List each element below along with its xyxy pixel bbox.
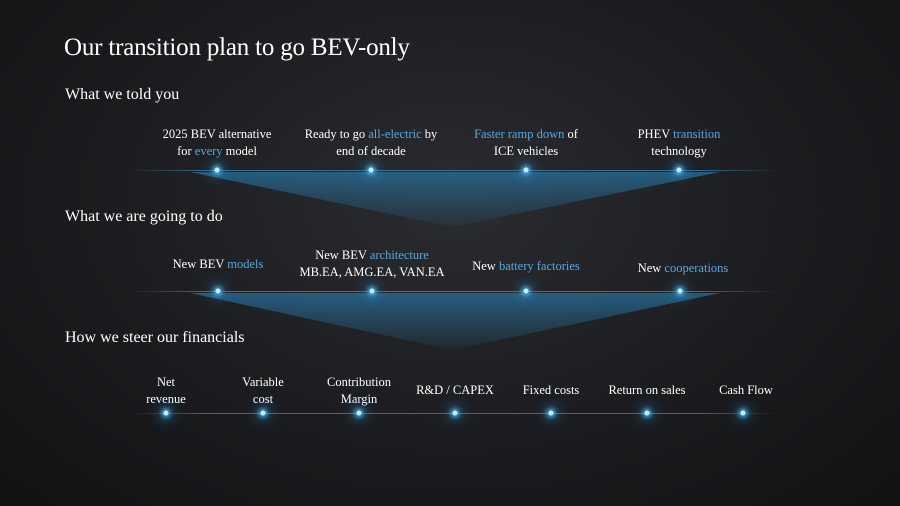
timeline-dot [260,410,266,416]
item-text: New BEV [315,248,370,262]
item-text: Net [156,375,176,389]
timeline-dot [215,288,221,294]
item-text: model [222,144,257,158]
item-text: New [472,259,499,273]
timeline-dot [523,167,529,173]
item-battery-factories: New battery factories [441,258,611,275]
item-text: New [637,261,665,275]
item-text: PHEV [637,127,674,141]
timeline-dot [676,167,682,173]
item-text: of [564,127,578,141]
timeline-dot [163,410,169,416]
timeline-dot [523,288,529,294]
item-text: end of decade [336,144,406,158]
item-rd-capex: R&D / CAPEX [370,382,540,399]
item-text: MB.EA, AMG.EA, VAN.EA [299,265,445,279]
timeline-dot [356,410,362,416]
item-cooperations: New cooperations [598,260,768,277]
timeline-dot [214,167,220,173]
item-text: for [177,144,195,158]
section-heading-financials: How we steer our financials [65,329,245,346]
funnel-1 [190,172,720,227]
item-text: Ready to go [304,127,369,141]
timeline-dot [740,410,746,416]
item-text: Contribution [327,375,391,389]
item-phev-transition: PHEV transition technology [594,126,764,160]
highlight-text: models [227,257,264,271]
highlight-text: battery factories [498,259,580,273]
timeline-line-1 [128,170,778,171]
timeline-dot [369,288,375,294]
funnel-2 [190,293,720,350]
section-heading-told: What we told you [65,86,180,103]
highlight-text: every [194,144,223,158]
item-text: Return on sales [608,383,686,397]
highlight-text: all-electric [368,127,422,141]
section-heading-going-to-do: What we are going to do [65,208,223,225]
timeline-dot [677,288,683,294]
highlight-text: architecture [369,248,429,262]
item-text: Margin [340,392,378,406]
item-text: by [421,127,438,141]
item-text: 2025 BEV alternative [162,127,272,141]
item-all-electric: Ready to go all-electric by end of decade [286,126,456,160]
item-text: Variable [242,375,284,389]
highlight-text: Faster ramp down [474,127,565,141]
item-net-revenue: Net revenue [81,374,251,408]
item-text: Fixed costs [522,383,580,397]
item-text: technology [651,144,707,158]
timeline-dot [644,410,650,416]
item-cash-flow: Cash Flow [661,382,831,399]
item-return-on-sales: Return on sales [562,382,732,399]
timeline-line-2 [128,291,778,292]
item-text: New BEV [172,257,228,271]
item-bev-alternative: 2025 BEV alternative for every model [132,126,302,160]
item-text: Cash Flow [719,383,773,397]
highlight-text: cooperations [664,261,729,275]
item-fixed-costs: Fixed costs [466,382,636,399]
item-variable-cost: Variable cost [178,374,348,408]
highlight-text: transition [673,127,721,141]
item-text: ICE vehicles [493,144,559,158]
timeline-dot [368,167,374,173]
item-bev-models: New BEV models [133,256,303,273]
timeline-dot [548,410,554,416]
timeline-dot [452,410,458,416]
page-title: Our transition plan to go BEV-only [64,34,410,61]
item-text: R&D / CAPEX [416,383,494,397]
item-text: revenue [146,392,186,406]
item-text: cost [252,392,274,406]
